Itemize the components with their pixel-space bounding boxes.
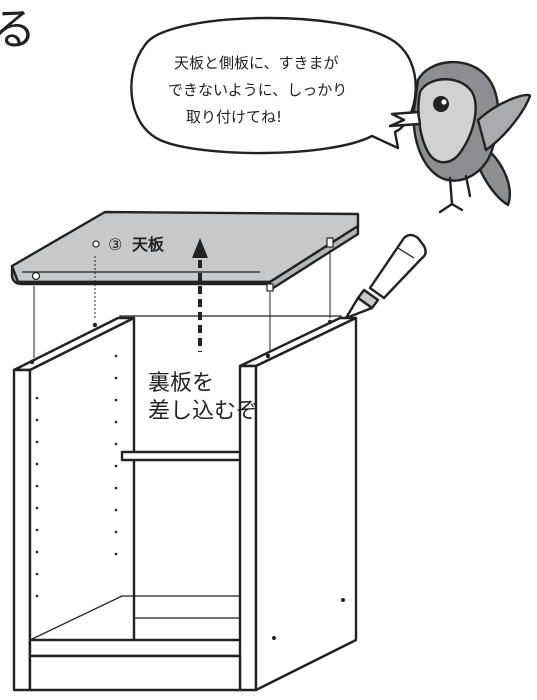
part-name: 天板 (132, 235, 165, 254)
dowel-pins (29, 319, 333, 365)
bird-mascot-icon (388, 60, 532, 214)
glue-tube-icon (344, 233, 427, 320)
bubble-line-3: 取り付けてね! (186, 108, 282, 126)
arrow-head (192, 238, 208, 258)
top-board: ③ 天板 (10, 210, 360, 292)
instruction-line-2: 差し込むぞ (148, 399, 258, 424)
part-number: ③ (108, 235, 122, 254)
instruction-line-1: 裏板を (148, 371, 214, 396)
bubble-line-1: 天板と側板に、すきまが (174, 54, 339, 72)
bubble-line-2: できないように、しっかり (168, 81, 347, 99)
guide-lines (33, 250, 331, 358)
instruction: 裏板を 差し込むぞ (148, 371, 258, 424)
header-fragment: る (0, 4, 36, 55)
cabinet-body (12, 315, 358, 692)
speech-bubble: 天板と側板に、すきまが できないように、しっかり 取り付けてね! (130, 16, 417, 155)
